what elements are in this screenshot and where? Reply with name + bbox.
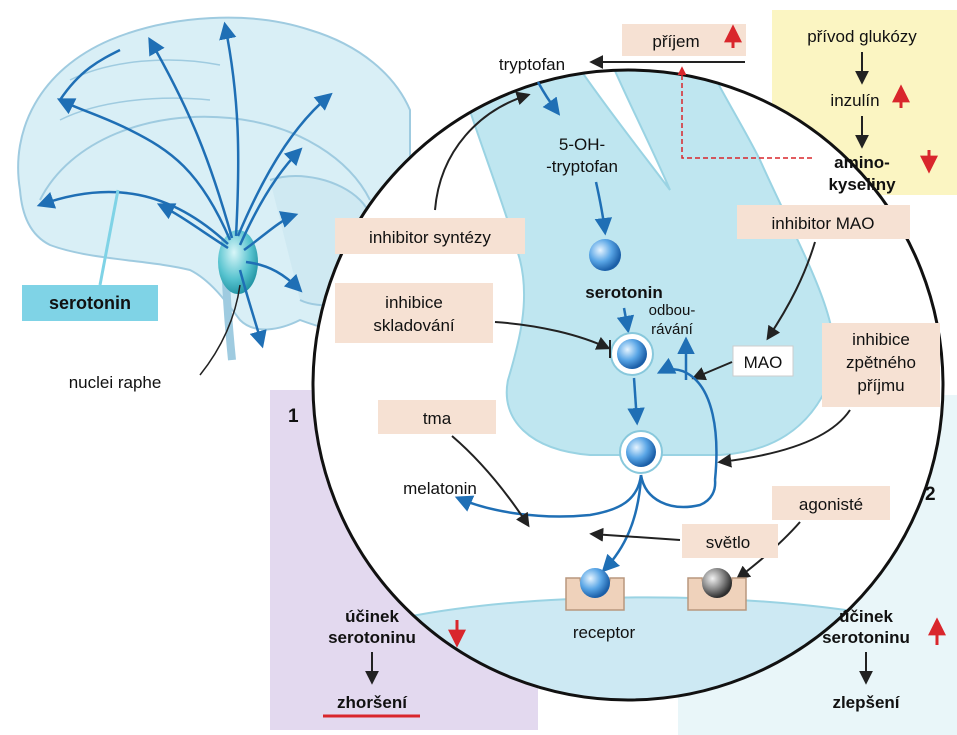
panel-2-number: 2 bbox=[925, 484, 936, 505]
ucinek-right-line1: účinek bbox=[839, 607, 893, 626]
inhibice-zpetneho-line1: inhibice bbox=[852, 330, 910, 349]
amino-competition-dashed-arrow bbox=[677, 66, 812, 159]
ucinek-left-line1: účinek bbox=[345, 607, 399, 626]
nuclei-raphe-label: nuclei raphe bbox=[69, 373, 162, 392]
serotonin-center-label: serotonin bbox=[585, 283, 662, 302]
melatonin-label: melatonin bbox=[403, 479, 477, 498]
oh-tryptofan-line1: 5-OH- bbox=[559, 135, 605, 154]
cleft-loop-path bbox=[639, 474, 717, 509]
svetlo-label: světlo bbox=[706, 533, 750, 552]
tma-arrow bbox=[451, 435, 530, 528]
serotonin-molecule-free bbox=[589, 239, 621, 271]
inhibice-zpetneho-arrow bbox=[717, 409, 851, 468]
amino-label-line2: kyseliny bbox=[828, 175, 896, 194]
agonist-molecule bbox=[702, 568, 732, 598]
prijem-label: příjem bbox=[652, 32, 699, 51]
mao-arrow bbox=[691, 361, 733, 381]
inhibitor-syntezy-bg bbox=[335, 218, 525, 254]
tma-bg bbox=[378, 400, 496, 434]
oh-tryptofan-line2: -tryptofan bbox=[546, 157, 618, 176]
serotonin-brain-label: serotonin bbox=[49, 293, 131, 313]
panel-1-number: 1 bbox=[288, 406, 299, 427]
inhibice-zpetneho-bg bbox=[822, 323, 940, 407]
mao-box bbox=[732, 345, 794, 377]
inhibice-zpetneho-line2: zpětného bbox=[846, 353, 916, 372]
reuptake-arrow bbox=[656, 357, 718, 481]
receptor-bound-serotonin bbox=[580, 568, 610, 598]
zlepseni-label: zlepšení bbox=[832, 693, 900, 712]
inhibitor-syntezy-label: inhibitor syntézy bbox=[369, 228, 491, 247]
vesicle-transport-arrow bbox=[627, 377, 645, 426]
projection-arrow-2 bbox=[148, 36, 234, 239]
privod-glukozy-label: přívod glukózy bbox=[807, 27, 917, 46]
tma-label: tma bbox=[423, 409, 452, 428]
serotonin-brain-label-bg bbox=[22, 285, 158, 321]
release-serotonin bbox=[626, 437, 656, 467]
projection-arrow-5 bbox=[36, 190, 229, 245]
agoniste-bg bbox=[772, 486, 890, 520]
tryptofan-label: tryptofan bbox=[499, 55, 565, 74]
ucinek-left-line2: serotoninu bbox=[328, 628, 416, 647]
inhibitor-syntezy-arrow bbox=[434, 91, 531, 211]
projection-arrow-7 bbox=[238, 147, 303, 246]
svetlo-arrow bbox=[589, 527, 681, 542]
zhorseni-label: zhoršení bbox=[337, 693, 408, 712]
odbourani-line2: rávání bbox=[651, 321, 694, 338]
inhibitor-mao-arrow bbox=[766, 241, 816, 341]
projection-arrow-4 bbox=[236, 92, 333, 237]
projection-arrow-1 bbox=[56, 98, 232, 241]
stored-serotonin bbox=[617, 339, 647, 369]
odbourani-line1: odbou- bbox=[649, 302, 696, 319]
inzulin-label: inzulín bbox=[830, 91, 879, 110]
mao-label: MAO bbox=[744, 353, 783, 372]
inhibice-skladovani-line1: inhibice bbox=[385, 293, 443, 312]
inhibice-skladovani-line2: skladování bbox=[373, 316, 455, 335]
tryptofan-to-5oh-arrow bbox=[536, 81, 561, 116]
5oh-to-serotonin-arrow bbox=[594, 181, 613, 236]
nuclei-raphe-pointer bbox=[199, 284, 241, 376]
projection-arrow-10 bbox=[238, 269, 267, 349]
inhibitor-mao-bg bbox=[737, 205, 910, 239]
inhibice-skladovani-bg bbox=[335, 283, 493, 343]
projection-arrow-6 bbox=[156, 203, 229, 250]
svetlo-bg bbox=[682, 524, 778, 558]
inhibice-skladovani-arrow bbox=[494, 321, 611, 350]
agoniste-label: agonisté bbox=[799, 495, 863, 514]
receptor-label: receptor bbox=[573, 623, 636, 642]
projection-arrow-8 bbox=[243, 211, 299, 252]
melatonin-conversion-arrow bbox=[454, 474, 643, 518]
release-to-receptor-arrow bbox=[601, 477, 643, 573]
serotonin-to-vesicle-arrow bbox=[616, 307, 635, 334]
serotonin-projections bbox=[36, 21, 333, 349]
inhibitor-mao-label: inhibitor MAO bbox=[772, 214, 875, 233]
amino-label-line1: amino- bbox=[834, 153, 890, 172]
projection-arrow-3 bbox=[219, 21, 240, 237]
projection-arrow-9 bbox=[245, 260, 303, 293]
magnifier-circle-outline bbox=[311, 68, 945, 702]
serotonin-pointer bbox=[98, 189, 120, 286]
ucinek-right-line2: serotoninu bbox=[822, 628, 910, 647]
inhibice-zpetneho-line3: příjmu bbox=[857, 376, 904, 395]
